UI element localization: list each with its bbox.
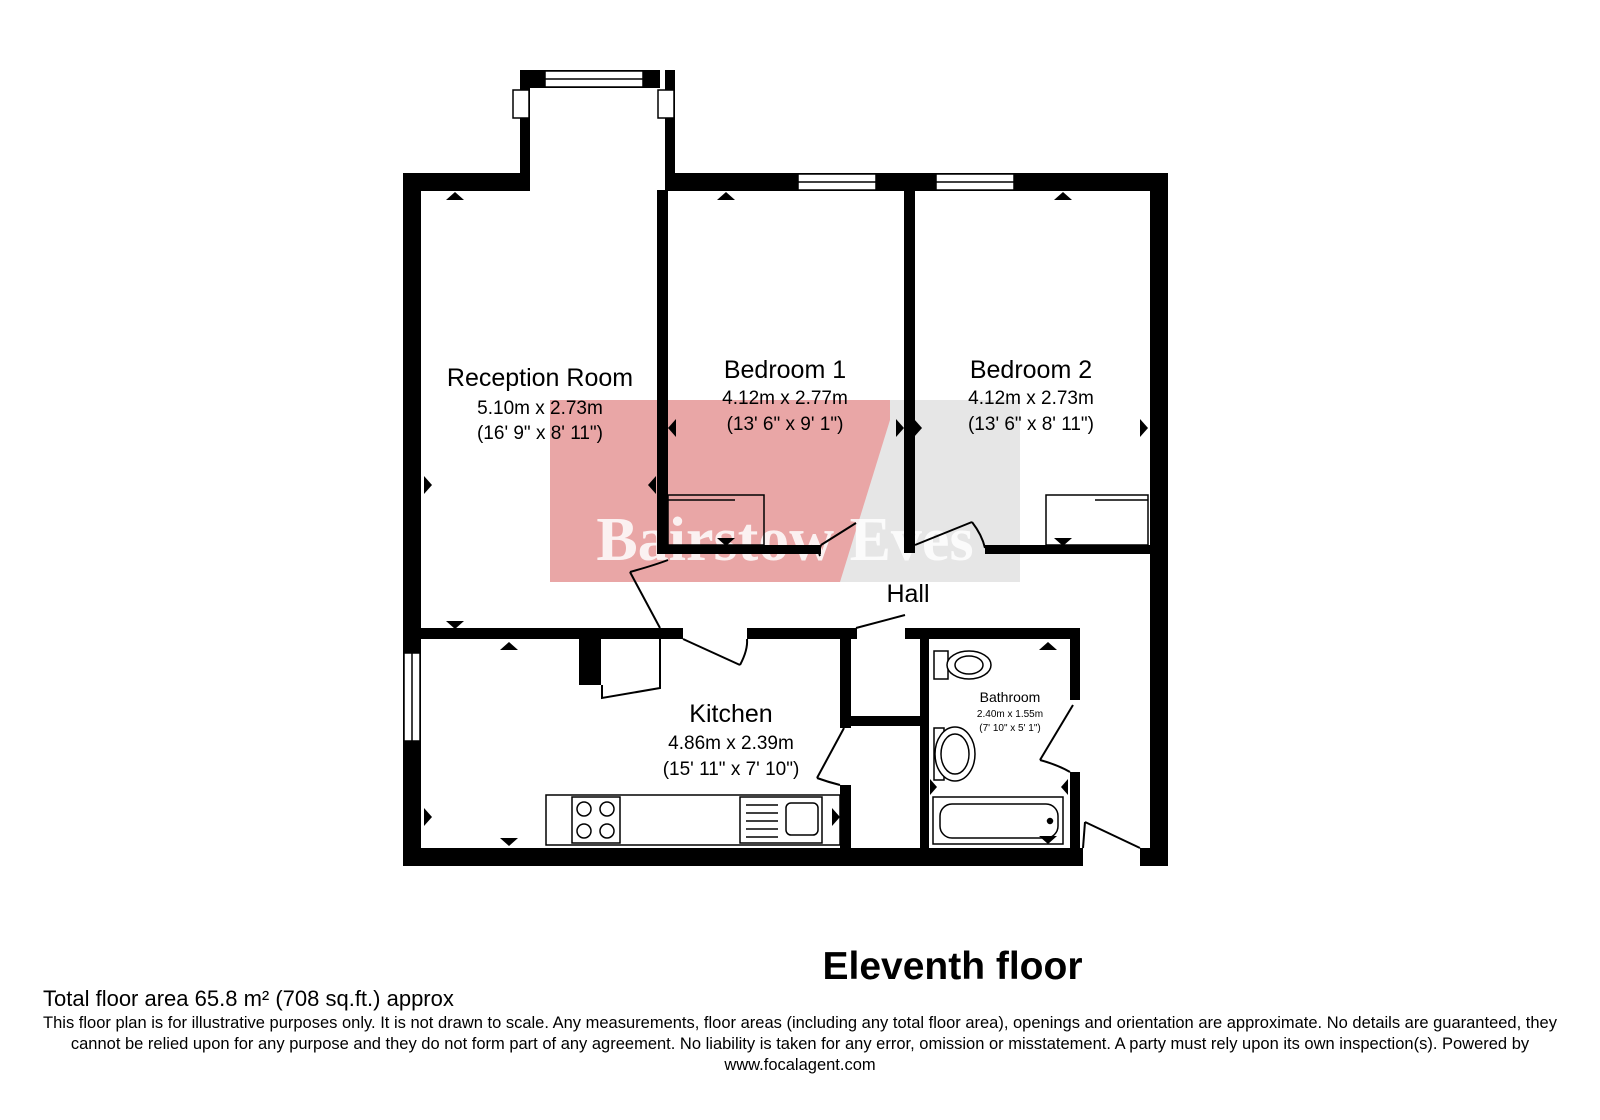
bedroom1-imperial: (13' 6" x 9' 1") <box>727 414 844 435</box>
watermark-text: Bairstow Eves <box>596 506 973 574</box>
reception-room-imperial: (16' 9" x 8' 11") <box>477 423 603 444</box>
bathroom-fixtures <box>932 650 1064 845</box>
bathroom-metric: 2.40m x 1.55m <box>977 709 1043 720</box>
windows <box>403 70 1015 742</box>
bedroom2-metric: 4.12m x 2.73m <box>968 388 1094 409</box>
doors <box>601 521 1141 849</box>
kitchen-metric: 4.86m x 2.39m <box>668 733 794 754</box>
hall-name: Hall <box>886 580 929 608</box>
toilet-icon <box>933 650 949 680</box>
bedroom1-name: Bedroom 1 <box>724 356 846 384</box>
room-labels: Reception Room 5.10m x 2.73m (16' 9" x 8… <box>447 356 1094 780</box>
kitchen-units <box>545 794 841 846</box>
bathroom-name: Bathroom <box>980 689 1041 705</box>
bedroom2-name: Bedroom 2 <box>970 356 1092 384</box>
bedroom2-imperial: (13' 6" x 8' 11") <box>968 414 1094 435</box>
kitchen-imperial: (15' 11" x 7' 10") <box>663 759 800 780</box>
total-floor-area: Total floor area 65.8 m² (708 sq.ft.) ap… <box>43 986 454 1011</box>
floor-plan: Bairstow Eves <box>403 70 1168 866</box>
bedroom1-metric: 4.12m x 2.77m <box>722 388 848 409</box>
disclaimer: This floor plan is for illustrative purp… <box>43 1014 1557 1074</box>
reception-room-name: Reception Room <box>447 364 633 392</box>
kitchen-name: Kitchen <box>689 700 772 728</box>
sink-icon <box>739 796 823 844</box>
reception-room-metric: 5.10m x 2.73m <box>477 398 603 419</box>
wardrobes <box>667 494 1149 546</box>
floor-name: Eleventh floor <box>822 945 1083 988</box>
height-markers <box>424 192 1148 846</box>
bathroom-imperial: (7' 10" x 5' 1") <box>979 723 1041 734</box>
